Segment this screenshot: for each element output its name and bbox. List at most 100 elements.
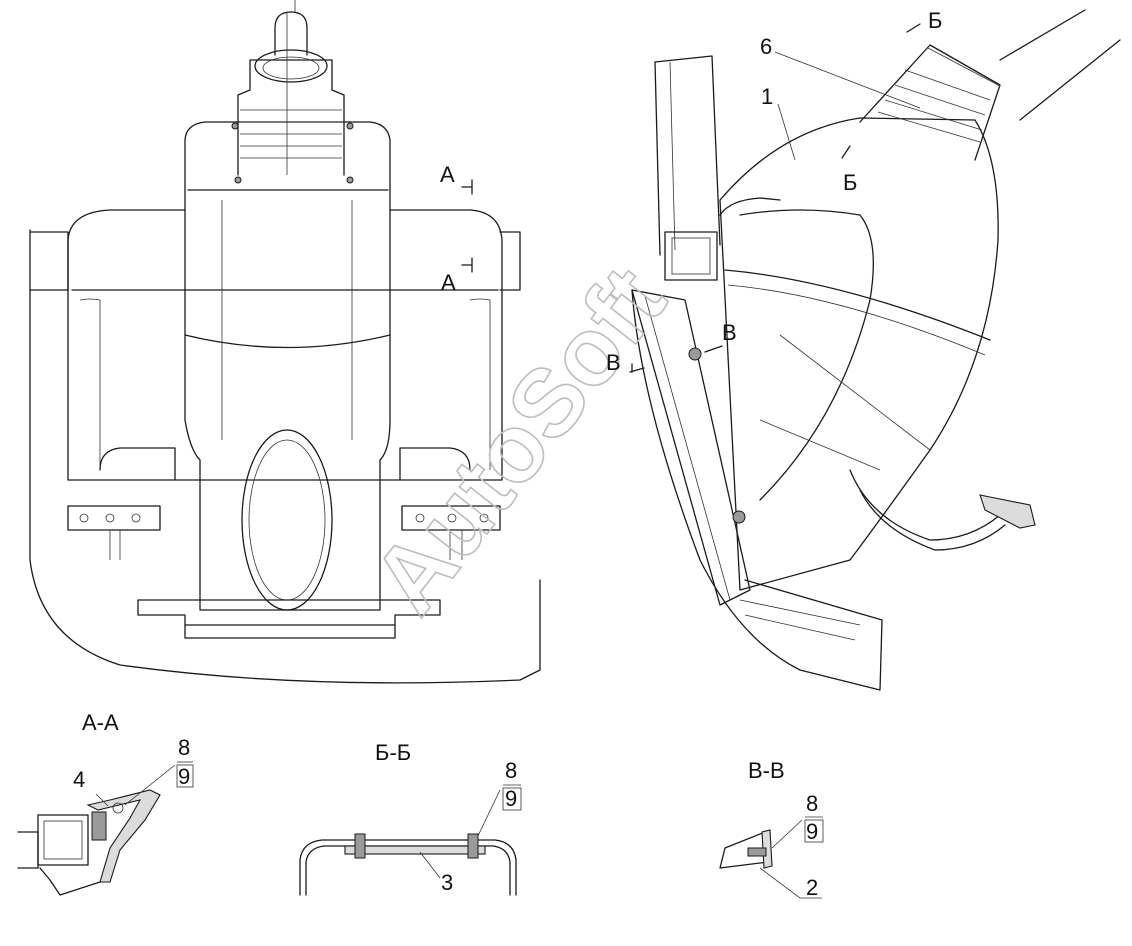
tower-opening: [254, 49, 328, 83]
left-mount-plate: [67, 505, 161, 531]
vv-ref-box: [804, 819, 824, 843]
tower-screws: [231, 122, 354, 184]
aa-tube-inner: [43, 820, 83, 860]
mount-flange-inner: [644, 295, 731, 601]
vv-bolt: [747, 847, 767, 857]
callout-6: 6: [760, 34, 772, 59]
pedal-arm-lower: [859, 489, 1006, 551]
square-tube: [664, 231, 718, 281]
section-title-vv: В-В: [748, 758, 785, 783]
aa-bolt: [91, 811, 107, 841]
section-title-bb: Б-Б: [375, 740, 411, 765]
mount-flange: [631, 289, 751, 606]
floor-lines: [739, 599, 861, 641]
shell-band-bottom: [727, 284, 986, 356]
aa-tube-stub: [17, 831, 39, 869]
mount-studs: [109, 530, 463, 560]
tower-opening-inner: [262, 56, 320, 80]
top-tower: [237, 59, 345, 176]
column-inner-lines: [221, 200, 353, 440]
square-tube-inner: [671, 237, 711, 275]
shell-inner-rib: [739, 209, 874, 501]
section-title-aa: А-А: [82, 710, 119, 735]
section-b-bottom-mark: [841, 145, 851, 159]
aa-flange-bottom: [39, 867, 101, 896]
front-view: [29, 0, 541, 684]
section-v-left-label: В: [606, 350, 621, 375]
aa-nut: [112, 802, 124, 814]
cover-shell: [719, 117, 999, 591]
bb-bolts: [354, 833, 479, 859]
cover-ribs: [79, 298, 491, 470]
left-bracket: [29, 231, 69, 291]
section-b-bottom-label: Б: [843, 170, 857, 195]
leader-6: [774, 51, 921, 109]
lower-side-panels: [99, 447, 471, 481]
section-aa: [17, 761, 194, 896]
callout-4: 4: [73, 767, 85, 792]
section-b-top-label: Б: [928, 8, 942, 33]
column-waist: [184, 334, 391, 349]
aa-tube: [37, 814, 89, 866]
cover-body: [67, 121, 503, 481]
side-view: [629, 9, 1121, 691]
watermark-text: AutoSoft: [352, 248, 686, 633]
lever-rod: [999, 9, 1121, 121]
shell-ribs: [759, 334, 931, 471]
section-vv: [719, 816, 824, 899]
flange-screws: [688, 347, 746, 524]
oval-window-inner: [248, 439, 326, 601]
bb-seal-strip: [344, 845, 486, 855]
section-bb: [299, 784, 522, 896]
bellows-boot: [859, 44, 1001, 161]
aa-cover-section: [86, 789, 161, 883]
bb-leader-3: [419, 851, 441, 879]
section-a-top-mark: [461, 179, 473, 195]
base-plinth: [137, 599, 441, 639]
callout-8-bb: 8: [505, 758, 517, 783]
pedal-pad: [979, 494, 1036, 529]
callout-8-aa: 8: [178, 735, 190, 760]
section-v-right-mark: [704, 345, 723, 353]
section-b-top-mark: [906, 23, 921, 33]
pedal-arm: [849, 469, 1001, 541]
bellows-folds: [877, 47, 1001, 143]
callout-3: 3: [441, 870, 453, 895]
pillar-right-edge: [654, 55, 721, 246]
vv-leader-8: [771, 819, 803, 849]
callout-9-aa: 9: [178, 764, 190, 789]
floor-outline: [29, 229, 541, 684]
section-a-top-label: А: [440, 162, 455, 187]
rod-center: [286, 0, 296, 175]
floor-corner: [631, 289, 883, 691]
mount-bolts: [79, 513, 489, 523]
callout-8-vv: 8: [806, 791, 818, 816]
section-a-bottom-mark: [461, 257, 473, 273]
bb-ref-box: [502, 787, 522, 811]
center-column: [184, 209, 391, 611]
oval-window: [241, 429, 333, 611]
vv-leader-2: [759, 867, 822, 899]
labels: А А Б Б В В 1 6 А-А Б-Б В-В 8 9 4 8 9 3 …: [73, 8, 942, 900]
leader-1: [777, 103, 796, 161]
bb-leader-8: [477, 789, 501, 837]
callout-2: 2: [806, 875, 818, 900]
section-v-left-mark: [629, 363, 645, 373]
right-mount-plate: [401, 505, 501, 531]
pillar-inner-line: [669, 61, 676, 251]
section-v-right-label: В: [722, 320, 737, 345]
callout-9-vv: 9: [806, 819, 818, 844]
shell-band-top: [724, 269, 991, 341]
callout-9-bb: 9: [505, 786, 517, 811]
control-rod-pipe: [274, 11, 308, 56]
section-a-bottom-label: А: [441, 270, 456, 295]
bb-profile-outer: [299, 839, 517, 896]
right-bracket: [499, 231, 521, 291]
aa-ref-box: [176, 764, 194, 788]
aa-leader-8: [124, 764, 176, 806]
pillar-left-edge: [654, 61, 661, 256]
tower-bellows: [240, 109, 342, 159]
shell-lip: [719, 197, 781, 216]
